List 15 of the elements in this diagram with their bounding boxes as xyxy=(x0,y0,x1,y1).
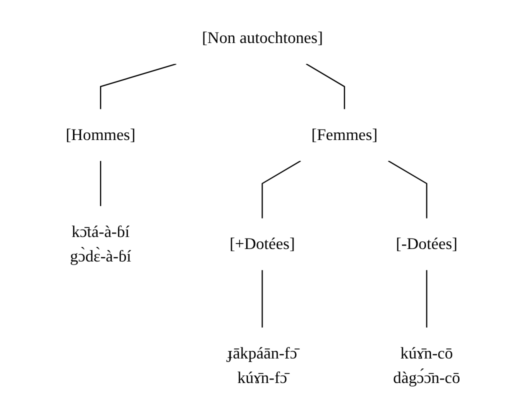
node-text: kɔ̄tá-à-ɓí gɔ̀dɛ̀-à-ɓí xyxy=(70,222,132,266)
connector xyxy=(262,270,263,328)
connector xyxy=(262,160,302,218)
node-text: [Hommes] xyxy=(66,126,136,144)
node-text: ɟākpáān-fɔ̄ kúɤ̄n-fɔ̄ xyxy=(227,344,298,387)
node-text: kúɤ̄n-cō dàgɔ́ɔ̄n-cō xyxy=(393,344,460,387)
node-text: [+Dotées] xyxy=(230,234,295,253)
node-text: [Non autochtones] xyxy=(202,28,323,47)
connector xyxy=(306,63,346,110)
node-text: [-Dotées] xyxy=(396,234,458,253)
connector xyxy=(100,160,102,206)
node-text: [Femmes] xyxy=(311,126,378,144)
connector xyxy=(388,160,428,218)
connector xyxy=(426,270,428,328)
connector xyxy=(100,63,176,110)
